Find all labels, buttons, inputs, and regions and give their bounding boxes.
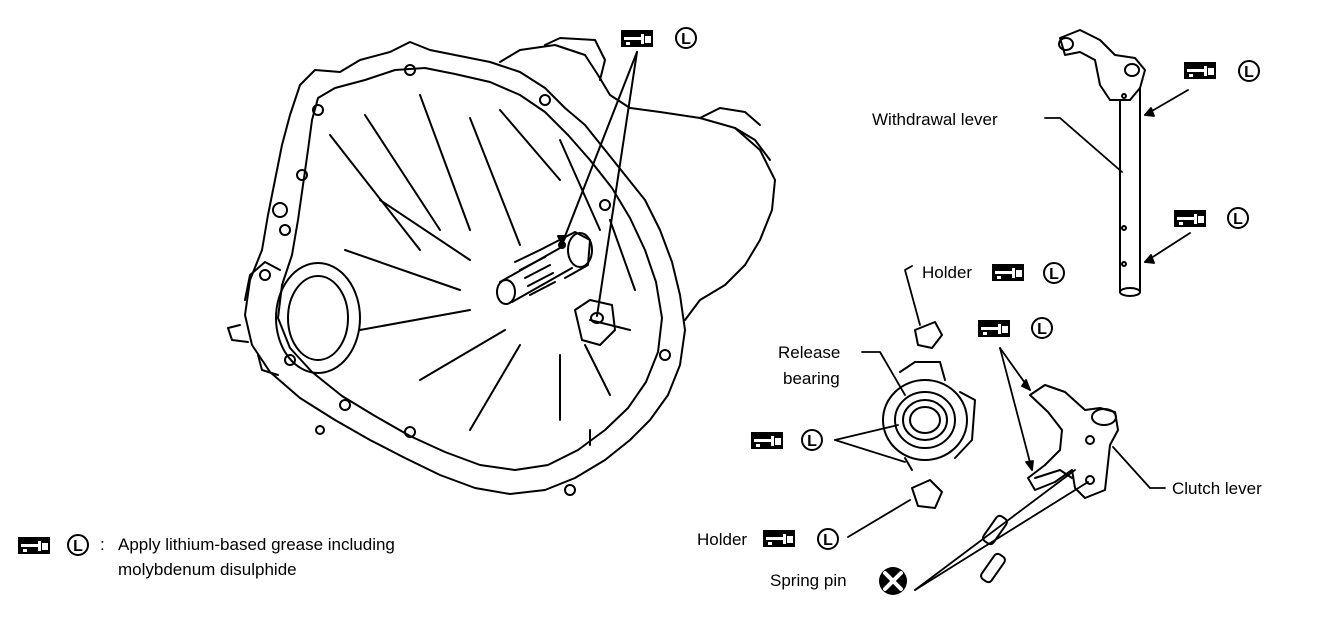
release-bearing-label-line1: Release — [778, 343, 840, 362]
withdrawal-lever-label: Withdrawal lever — [872, 110, 998, 129]
lube-l-icon — [1238, 60, 1260, 82]
grease-gun-icon — [621, 30, 653, 47]
grease-gun-icon — [18, 537, 50, 554]
bearing-grease-symbol — [751, 429, 823, 451]
legend-separator: : — [100, 535, 105, 554]
grease-gun-icon — [978, 320, 1010, 337]
grease-gun-icon — [992, 264, 1024, 281]
release-bearing-label-line2: bearing — [783, 369, 840, 388]
lube-l-icon — [1031, 317, 1053, 339]
grease-gun-icon — [1174, 210, 1206, 227]
leader-lines-withdrawal — [1044, 89, 1191, 264]
transaxle-case-illustration — [227, 37, 776, 496]
x-in-circle-icon — [879, 567, 907, 595]
holder-bottom-grease-symbol — [763, 528, 839, 550]
lube-l-icon — [817, 528, 839, 550]
leader-lines-case — [557, 51, 638, 317]
grease-gun-icon — [1184, 62, 1216, 79]
clutch-lever-grease-symbol — [978, 317, 1053, 339]
grease-gun-icon — [751, 432, 783, 449]
spring-pin-label: Spring pin — [770, 571, 847, 590]
legend-line1: Apply lithium-based grease including — [118, 535, 395, 554]
lube-l-icon — [1227, 207, 1249, 229]
holder-bottom-label: Holder — [697, 530, 747, 549]
lube-l-icon — [801, 429, 823, 451]
lube-l-icon — [67, 534, 89, 556]
legend-grease-symbol — [18, 534, 89, 556]
release-bearing-illustration — [882, 321, 976, 509]
grease-gun-icon — [763, 530, 795, 547]
case-grease-symbol — [621, 27, 697, 49]
holder-top-grease-symbol — [992, 262, 1065, 284]
leader-lines-clutch — [914, 347, 1166, 591]
clutch-lever-illustration — [980, 384, 1119, 584]
withdrawal-lower-grease-symbol — [1174, 207, 1249, 229]
leader-lines-bearing — [834, 265, 921, 538]
clutch-lever-label: Clutch lever — [1172, 479, 1262, 498]
lube-l-icon — [675, 27, 697, 49]
withdrawal-lever-illustration — [1058, 29, 1146, 297]
lube-l-icon — [1043, 262, 1065, 284]
withdrawal-upper-grease-symbol — [1184, 60, 1260, 82]
holder-top-label: Holder — [922, 263, 972, 282]
legend-line2: molybdenum disulphide — [118, 560, 297, 579]
